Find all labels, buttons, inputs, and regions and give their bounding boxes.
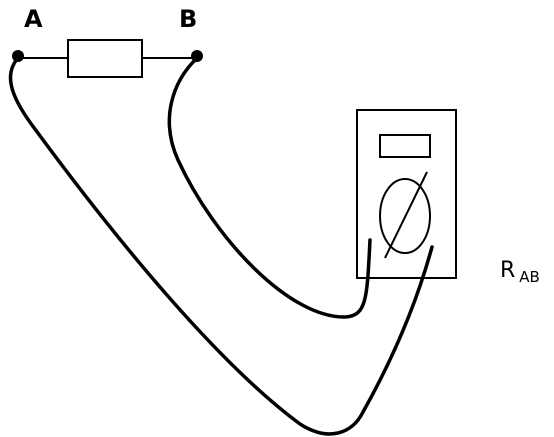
multimeter-dial — [379, 178, 431, 254]
multimeter-display — [379, 134, 431, 158]
terminal-a-label: A — [24, 5, 43, 33]
terminal-b-label: B — [179, 5, 197, 33]
multimeter-dial-needle — [384, 171, 428, 259]
test-lead-a — [8, 56, 434, 436]
resistance-subscript: AB — [519, 268, 540, 286]
resistance-symbol: R — [500, 258, 515, 283]
resistor — [67, 39, 143, 78]
resistance-label: R AB — [500, 258, 540, 286]
multimeter-body — [356, 109, 457, 279]
test-lead-b — [167, 56, 372, 319]
